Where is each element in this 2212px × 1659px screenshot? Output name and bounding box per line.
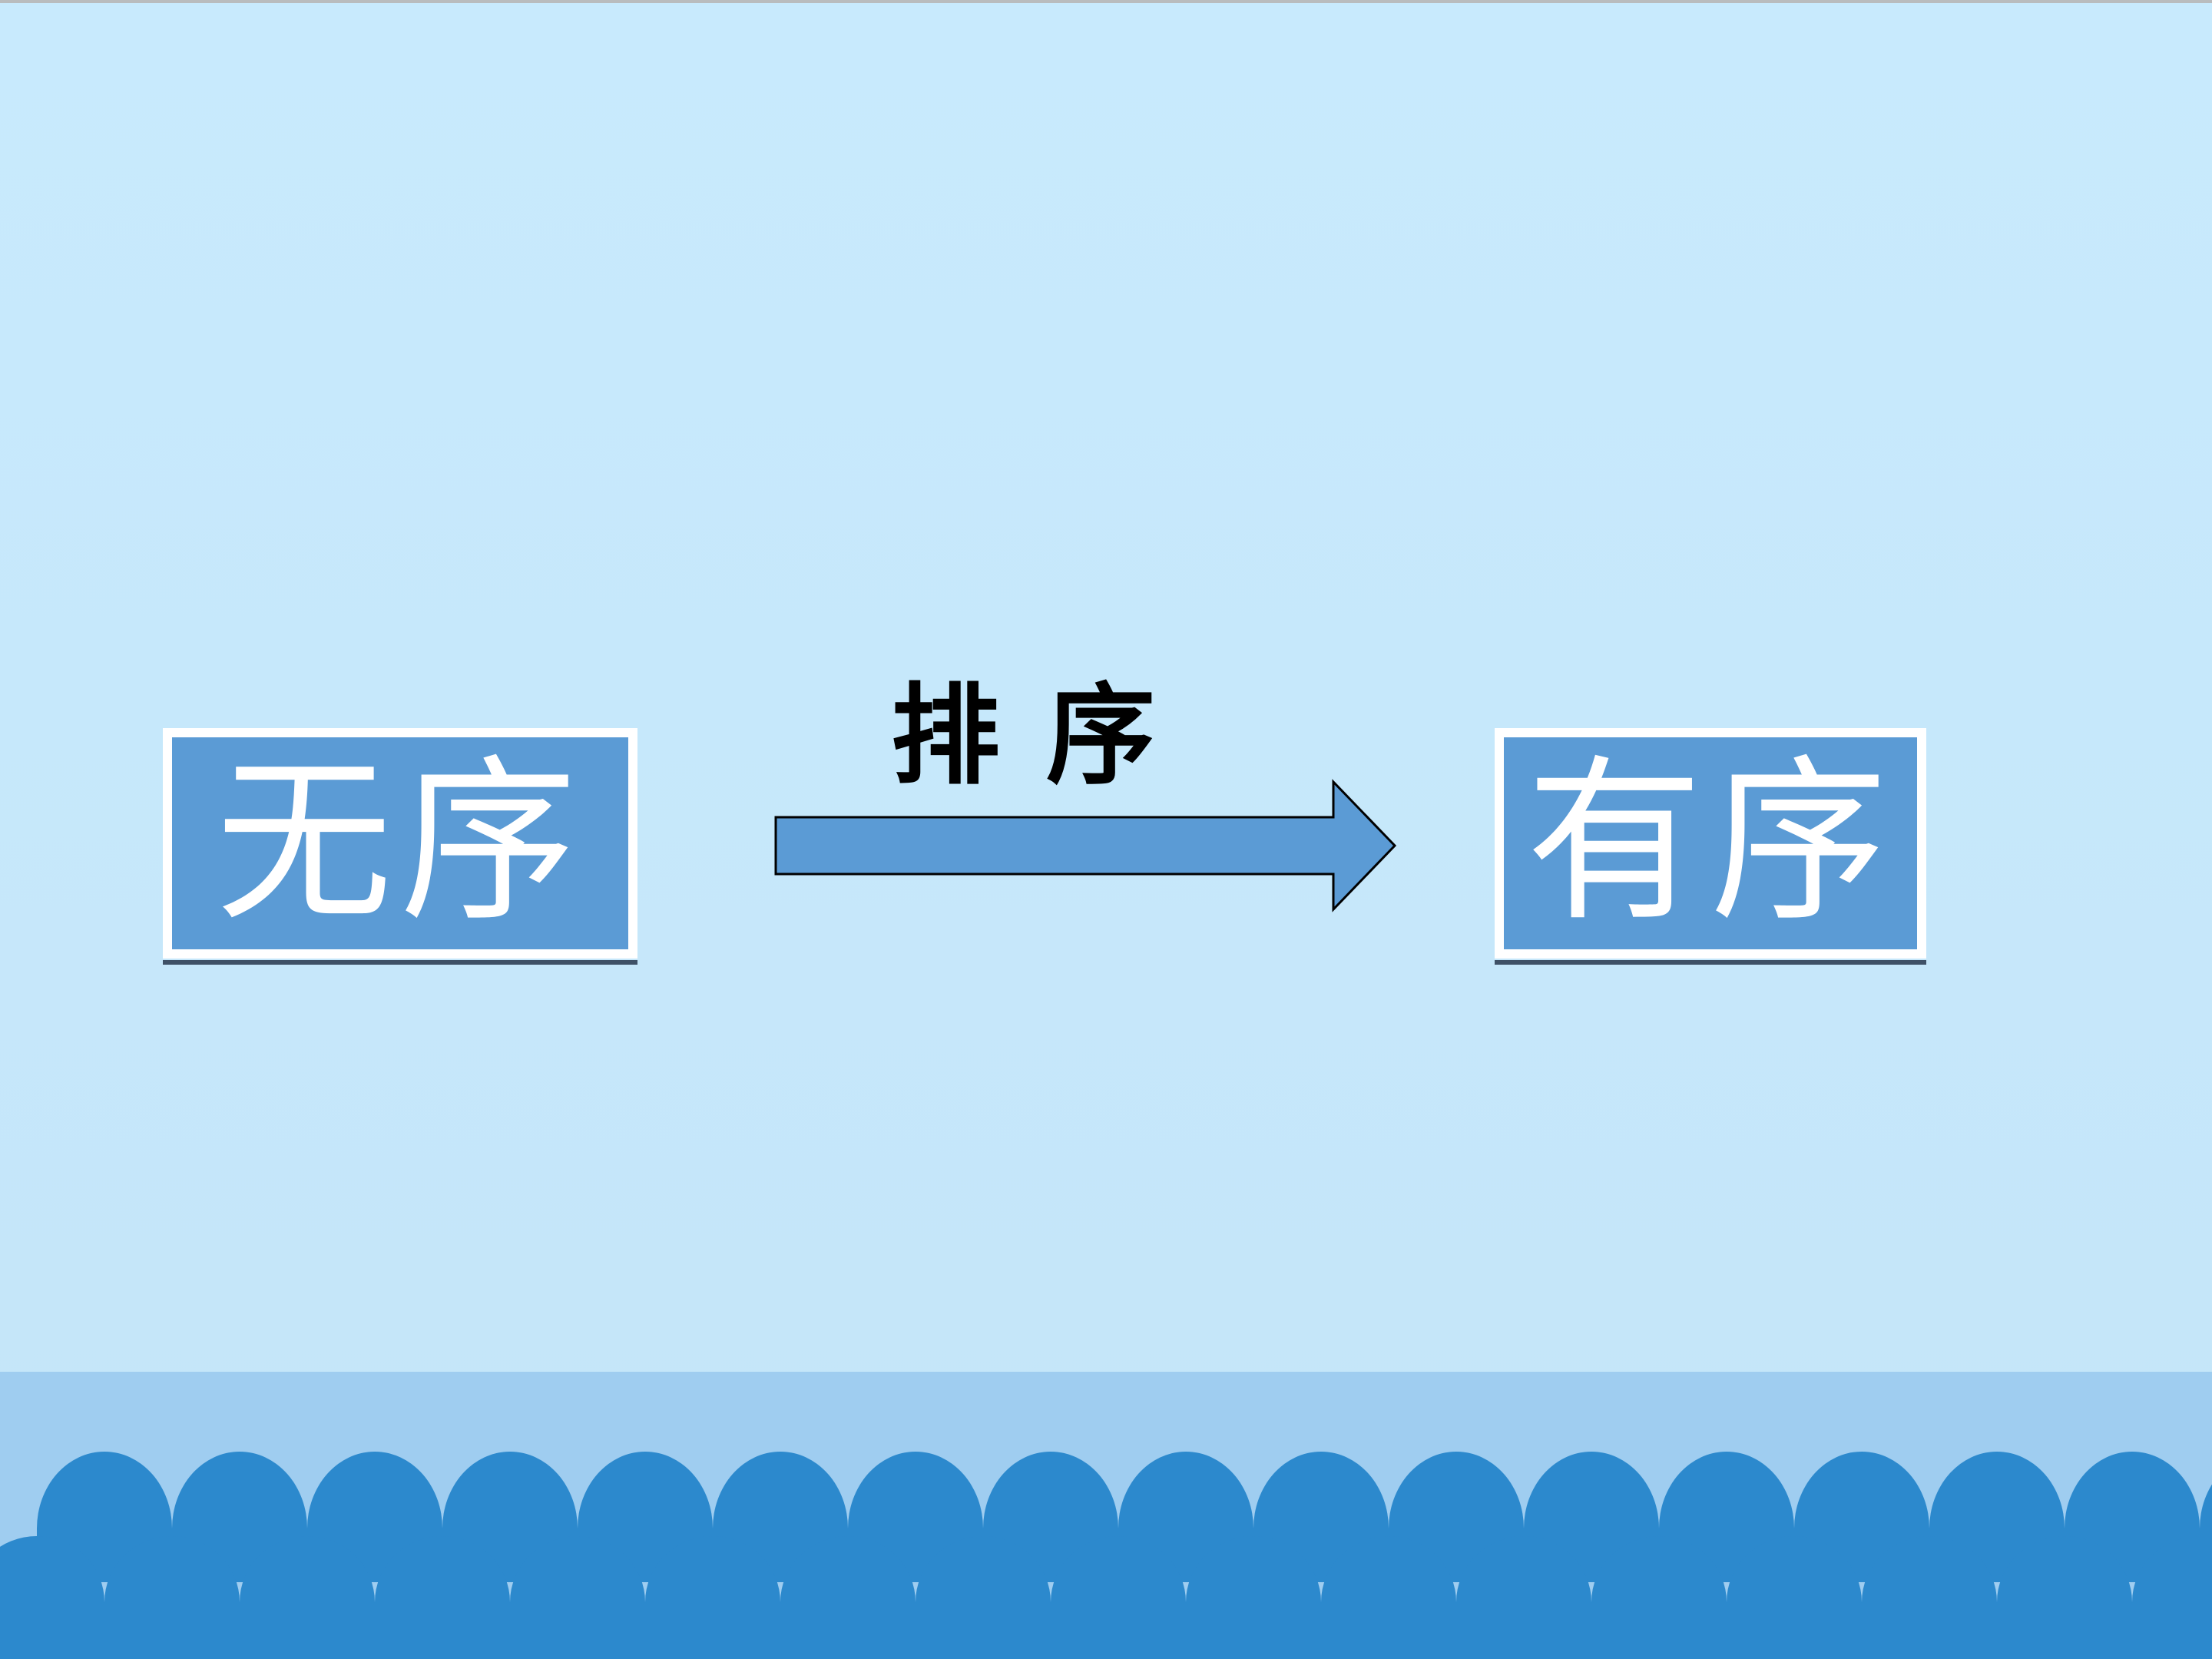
scallop-lower [375, 1536, 510, 1659]
scallop-lower [240, 1536, 375, 1659]
ordered-box: 有序 [1495, 728, 1926, 965]
scallop-lower [916, 1536, 1051, 1659]
scallop-lower [104, 1536, 240, 1659]
decorative-footer-band [0, 1372, 2212, 1659]
top-rule [0, 0, 2212, 3]
scallop-pattern [0, 1452, 2212, 1659]
scallop-lower [0, 1536, 104, 1659]
scallop-lower [1591, 1536, 1727, 1659]
unordered-label: 无序 [215, 740, 584, 945]
unordered-box: 无序 [163, 728, 637, 965]
scallop-lower [780, 1536, 916, 1659]
scallop-lower [510, 1536, 645, 1659]
sort-label: 排序 [891, 673, 1201, 800]
scallop-lower [1456, 1536, 1591, 1659]
scallop-lower [645, 1536, 780, 1659]
scallop-lower [1051, 1536, 1186, 1659]
scallop-lower [1862, 1536, 1997, 1659]
scallop-lower [1727, 1536, 1862, 1659]
scallop-lower [1997, 1536, 2132, 1659]
ordered-label: 有序 [1525, 740, 1895, 945]
scallop-lower [2132, 1536, 2212, 1659]
scallop-lower [1321, 1536, 1456, 1659]
scallop-lower [1186, 1536, 1321, 1659]
slide-canvas: 无序 排序 有序 [0, 3, 2212, 1659]
right-arrow-icon [774, 779, 1397, 912]
